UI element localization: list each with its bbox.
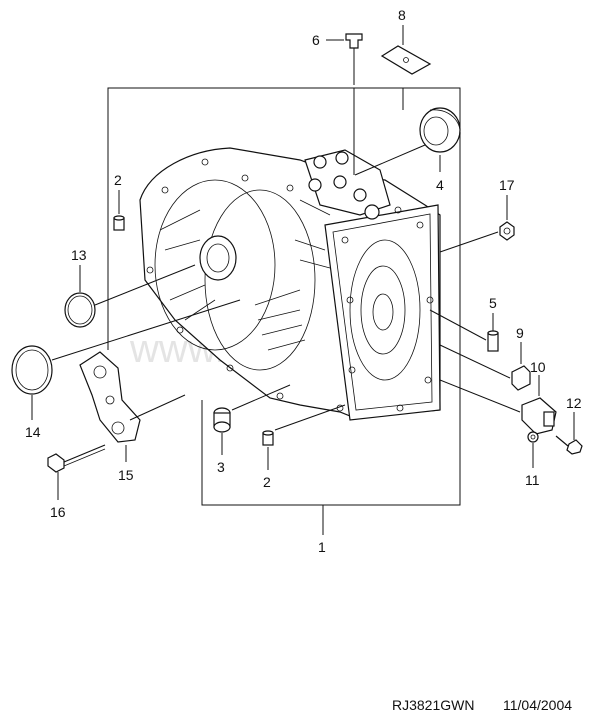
dowel-pin-upper-part	[113, 190, 125, 231]
nut-part	[439, 195, 515, 253]
callout-16: 16	[50, 504, 66, 520]
clip-part	[439, 342, 531, 391]
bolt-part	[47, 444, 106, 500]
washer-part	[527, 431, 539, 468]
dowel-pin-lower-part	[262, 404, 346, 470]
breather-plug-part	[326, 33, 363, 175]
drawing-footer: RJ3821GWN 11/04/2004	[392, 697, 572, 713]
transaxle-case	[139, 147, 441, 421]
callout-11: 11	[525, 472, 540, 488]
pin-part	[429, 309, 499, 352]
callout-14: 14	[25, 424, 41, 440]
drawing-code: RJ3821GWN	[392, 697, 474, 713]
callout-2-lower: 2	[263, 474, 271, 490]
callout-15: 15	[118, 467, 134, 483]
callout-4: 4	[436, 177, 444, 193]
drawing-date: 11/04/2004	[503, 697, 572, 713]
speed-sensor-part	[439, 375, 557, 435]
o-ring-small-part	[64, 264, 196, 328]
callout-17: 17	[499, 177, 515, 193]
callout-10: 10	[530, 359, 546, 375]
inhibitor-switch-part	[79, 351, 186, 462]
assembly-bracket	[107, 87, 461, 535]
plate-part	[380, 25, 432, 110]
oil-seal-part	[354, 107, 461, 176]
callout-9: 9	[516, 325, 524, 341]
callout-8: 8	[398, 7, 406, 23]
callout-1: 1	[318, 539, 326, 555]
callout-6: 6	[312, 32, 320, 48]
callout-5: 5	[489, 295, 497, 311]
bushing-part	[213, 384, 291, 455]
callout-2-upper: 2	[114, 172, 122, 188]
callout-13: 13	[71, 247, 87, 263]
callout-12: 12	[566, 395, 582, 411]
screw-part	[555, 412, 583, 455]
callout-labels: 1 2 2 3 4 5 6 8 9 10 11 12 13 14 15 16 1…	[25, 7, 582, 555]
callout-3: 3	[217, 459, 225, 475]
o-ring-large-part	[11, 299, 241, 420]
